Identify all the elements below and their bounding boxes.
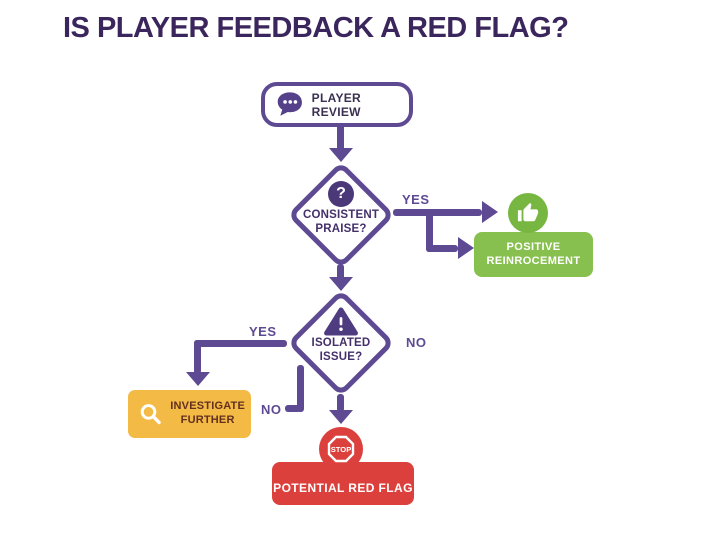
edge-label-issue-yes: YES bbox=[249, 324, 277, 339]
connector-issue-to-redflag bbox=[337, 394, 344, 412]
arrowhead-praise-yes-branch bbox=[458, 237, 474, 259]
warning-triangle-icon bbox=[324, 307, 358, 336]
connector-issue-no-stub bbox=[285, 405, 301, 412]
connector-praise-yes-branch-v bbox=[426, 209, 433, 252]
arrowhead-issue-to-redflag bbox=[329, 410, 353, 424]
isolated-issue-label: ISOLATED ISSUE? bbox=[311, 337, 371, 363]
arrowhead-praise-yes bbox=[482, 201, 498, 223]
magnifier-icon bbox=[140, 404, 161, 425]
connector-praise-yes bbox=[393, 209, 482, 216]
page-title: IS PLAYER FEEDBACK A RED FLAG? bbox=[63, 12, 569, 44]
positive-reinforcement-label: POSITIVE REINROCEMENT bbox=[486, 240, 581, 267]
speech-bubble-icon bbox=[277, 92, 302, 116]
edge-label-issue-no-right: NO bbox=[406, 335, 427, 350]
connector-review-to-praise bbox=[337, 124, 344, 151]
question-mark-icon: ? bbox=[328, 181, 354, 207]
thumbs-up-badge bbox=[508, 193, 548, 233]
stop-sign-badge: STOP bbox=[319, 427, 363, 476]
node-player-review: PLAYER REVIEW bbox=[261, 82, 413, 127]
stop-sign-icon: STOP bbox=[319, 427, 363, 471]
thumbs-up-icon bbox=[517, 202, 539, 222]
investigate-further-label: INVESTIGATE FURTHER bbox=[170, 400, 245, 426]
connector-issue-yes-h bbox=[194, 340, 287, 347]
node-investigate-further: INVESTIGATE FURTHER bbox=[128, 390, 251, 438]
connector-issue-yes-v bbox=[194, 340, 201, 374]
connector-praise-yes-branch-h bbox=[426, 245, 458, 252]
stop-sign-text: STOP bbox=[331, 445, 352, 454]
arrowhead-issue-yes bbox=[186, 372, 210, 386]
consistent-praise-label: CONSISTENT PRAISE? bbox=[302, 209, 380, 235]
arrowhead-review-to-praise bbox=[329, 148, 353, 162]
player-review-label: PLAYER REVIEW bbox=[311, 90, 362, 119]
connector-issue-no-v bbox=[297, 365, 304, 412]
edge-label-issue-no-left: NO bbox=[261, 402, 282, 417]
diamond-isolated-issue-content: ISOLATED ISSUE? bbox=[281, 306, 401, 364]
node-positive-reinforcement: POSITIVE REINROCEMENT bbox=[474, 232, 593, 277]
potential-red-flag-label: POTENTIAL RED FLAG bbox=[273, 480, 413, 495]
connector-praise-to-issue bbox=[337, 264, 344, 280]
edge-label-praise-yes: YES bbox=[402, 192, 430, 207]
arrowhead-praise-to-issue bbox=[329, 277, 353, 291]
diamond-consistent-praise-content: ? CONSISTENT PRAISE? bbox=[281, 181, 401, 236]
